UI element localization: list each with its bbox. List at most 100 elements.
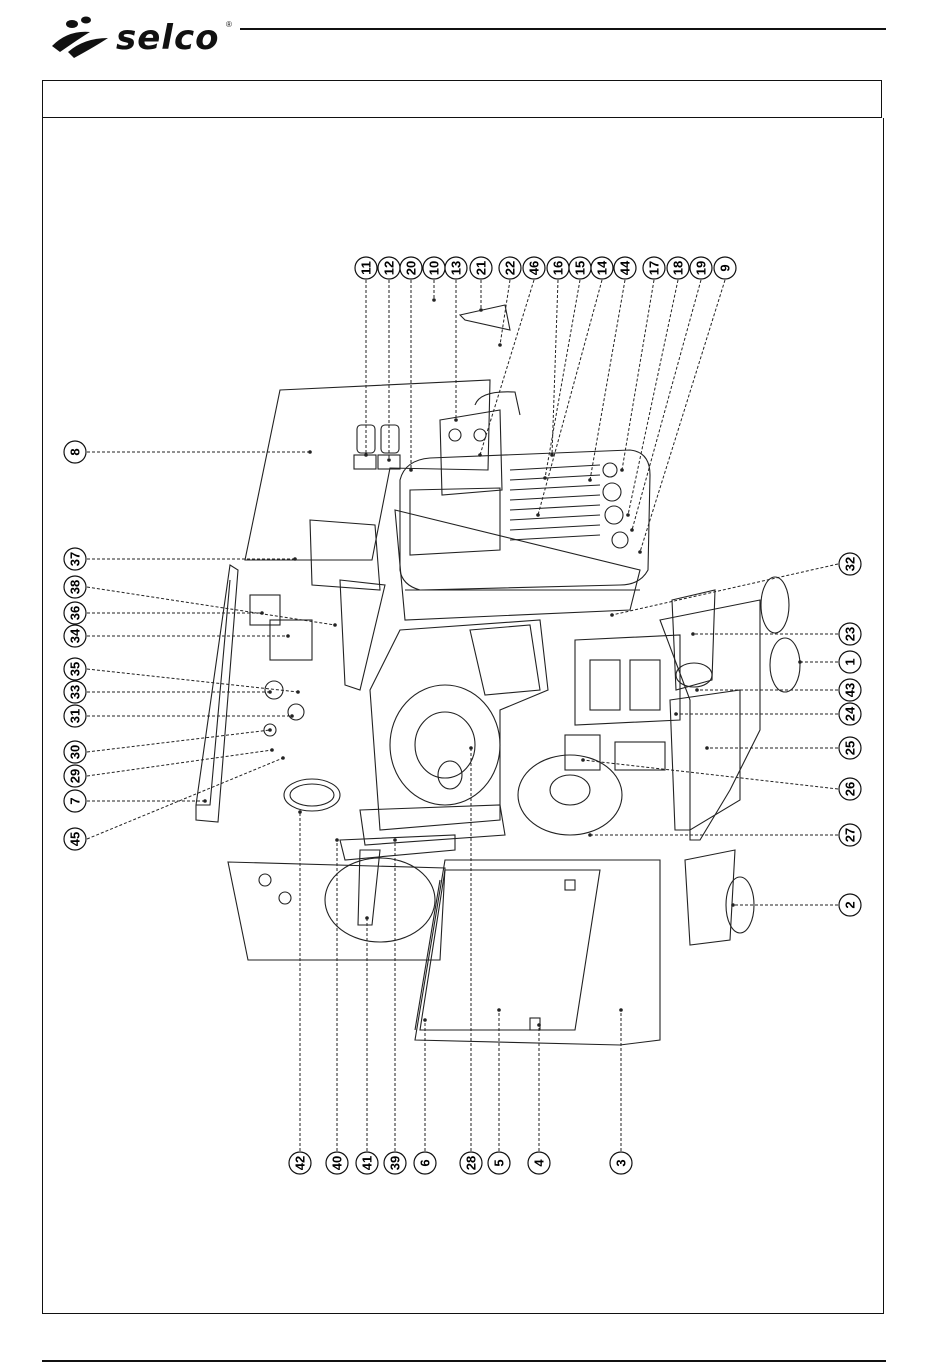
leader-dot-10 (432, 298, 436, 302)
callout-number-36: 36 (68, 606, 83, 620)
callout-29: 29 (64, 748, 274, 787)
callout-7: 7 (64, 790, 207, 812)
callout-number-2: 2 (843, 901, 858, 908)
leader-dot-30 (268, 728, 272, 732)
leader-line-26 (583, 760, 838, 789)
callout-17: 17 (620, 257, 665, 472)
callout-9: 9 (638, 257, 736, 554)
leader-dot-4 (537, 1023, 541, 1027)
leader-line-35 (87, 669, 298, 692)
callout-19: 19 (630, 257, 712, 532)
wheel-top (761, 577, 789, 633)
leader-dot-6 (423, 1018, 427, 1022)
callout-44: 44 (588, 257, 636, 482)
callout-25: 25 (705, 737, 861, 759)
callout-number-6: 6 (418, 1159, 433, 1166)
callout-number-26: 26 (843, 782, 858, 796)
callout-5: 5 (488, 1008, 510, 1174)
callout-33: 33 (64, 681, 272, 703)
bracket-41 (358, 850, 380, 925)
callout-21: 21 (470, 257, 492, 312)
callout-10: 10 (423, 257, 445, 302)
callout-31: 31 (64, 705, 294, 727)
callout-number-23: 23 (843, 627, 858, 641)
callout-number-37: 37 (68, 552, 83, 566)
callout-number-30: 30 (68, 745, 83, 759)
leader-dot-19 (630, 528, 634, 532)
leader-dot-9 (638, 550, 642, 554)
side-panel-8 (245, 380, 490, 560)
callout-number-24: 24 (843, 706, 858, 721)
leader-line-30 (87, 730, 270, 752)
leader-dot-42 (298, 810, 302, 814)
callout-14: 14 (536, 257, 613, 517)
callout-41: 41 (356, 916, 378, 1174)
callout-number-46: 46 (527, 261, 542, 275)
callout-number-31: 31 (68, 709, 83, 723)
callout-number-10: 10 (427, 261, 442, 275)
leader-dot-26 (581, 758, 585, 762)
callout-number-7: 7 (68, 797, 83, 804)
callout-number-33: 33 (68, 685, 83, 699)
callout-26: 26 (581, 758, 861, 800)
bracket-40 (340, 835, 455, 860)
leader-dot-37 (293, 557, 297, 561)
callout-37: 37 (64, 548, 297, 570)
leader-dot-43 (695, 688, 699, 692)
callout-number-4: 4 (532, 1159, 547, 1167)
leader-dot-16 (550, 453, 554, 457)
callout-1: 1 (798, 651, 861, 673)
leader-dot-8 (308, 450, 312, 454)
callout-42: 42 (289, 810, 311, 1174)
wire-feed-plate (370, 620, 548, 830)
callout-4: 4 (528, 1023, 550, 1174)
callout-28: 28 (460, 746, 482, 1174)
leader-dot-27 (588, 833, 592, 837)
motor-23 (672, 590, 715, 690)
leader-dot-18 (626, 513, 630, 517)
callout-16: 16 (547, 257, 569, 457)
callout-43: 43 (695, 679, 861, 701)
callout-39: 39 (384, 838, 406, 1174)
leader-dot-45 (281, 756, 285, 760)
callout-number-40: 40 (330, 1156, 345, 1170)
leader-dot-5 (497, 1008, 501, 1012)
callout-number-29: 29 (68, 769, 83, 783)
leader-line-19 (632, 280, 701, 530)
leader-line-14 (538, 280, 602, 515)
fan-27 (518, 755, 622, 835)
transformer-34 (270, 620, 312, 660)
callout-38: 38 (64, 576, 337, 627)
component-26 (565, 735, 600, 770)
leader-dot-14 (536, 513, 540, 517)
left-panel-7 (196, 565, 238, 822)
bracket-37 (310, 520, 380, 590)
leader-dot-21 (479, 308, 483, 312)
callout-number-22: 22 (503, 261, 518, 275)
component-11 (357, 425, 375, 453)
callout-number-14: 14 (595, 260, 610, 275)
leader-dot-41 (365, 916, 369, 920)
callout-3: 3 (610, 1008, 632, 1174)
component-12 (381, 425, 399, 453)
callout-number-39: 39 (388, 1156, 403, 1170)
leader-line-17 (622, 280, 654, 470)
leader-dot-12 (387, 458, 391, 462)
leader-dot-24 (674, 712, 678, 716)
callout-18: 18 (626, 257, 689, 517)
leader-dot-22 (498, 343, 502, 347)
control-panel-13 (440, 410, 502, 495)
leader-dot-44 (588, 478, 592, 482)
callouts: 1112201013212246161514441718199837383634… (64, 257, 861, 1174)
leader-dot-36 (260, 611, 264, 615)
leader-dot-28 (469, 746, 473, 750)
callout-number-1: 1 (843, 658, 858, 665)
leader-dot-3 (619, 1008, 623, 1012)
callout-number-32: 32 (843, 557, 858, 571)
callout-number-20: 20 (404, 261, 419, 275)
leader-dot-2 (731, 903, 735, 907)
callout-8: 8 (64, 441, 312, 463)
callout-13: 13 (445, 257, 467, 422)
leader-dot-46 (478, 453, 482, 457)
leader-dot-23 (691, 632, 695, 636)
